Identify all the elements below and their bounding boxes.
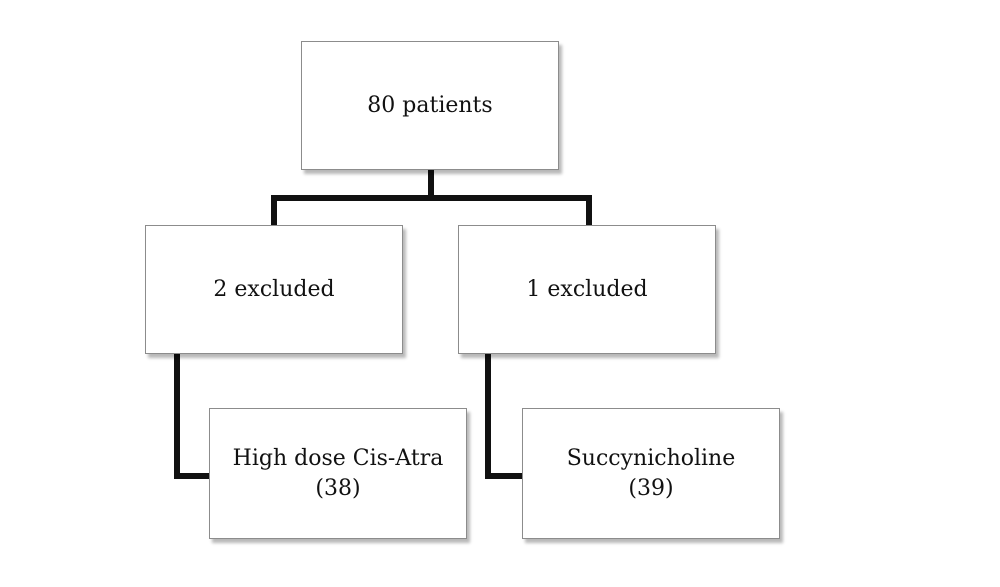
high-dose-cis-atra-box: High dose Cis-Atra (38) (209, 408, 467, 539)
right-branch-to-group-connector (485, 352, 525, 479)
right-excluded-label: 1 excluded (526, 276, 648, 302)
total-patients-label: 80 patients (367, 92, 493, 118)
total-patients-box: 80 patients (301, 41, 559, 170)
succynicholine-box: Succynicholine (39) (522, 408, 780, 539)
high-dose-cis-atra-count: (38) (315, 475, 361, 501)
left-branch-to-group-connector (174, 352, 212, 479)
left-excluded-box: 2 excluded (145, 225, 403, 354)
root-to-branches-connector (271, 169, 592, 228)
succynicholine-count: (39) (628, 475, 674, 501)
right-excluded-box: 1 excluded (458, 225, 716, 354)
succynicholine-label: Succynicholine (566, 445, 736, 471)
high-dose-cis-atra-label: High dose Cis-Atra (232, 445, 444, 471)
left-excluded-label: 2 excluded (213, 276, 335, 302)
